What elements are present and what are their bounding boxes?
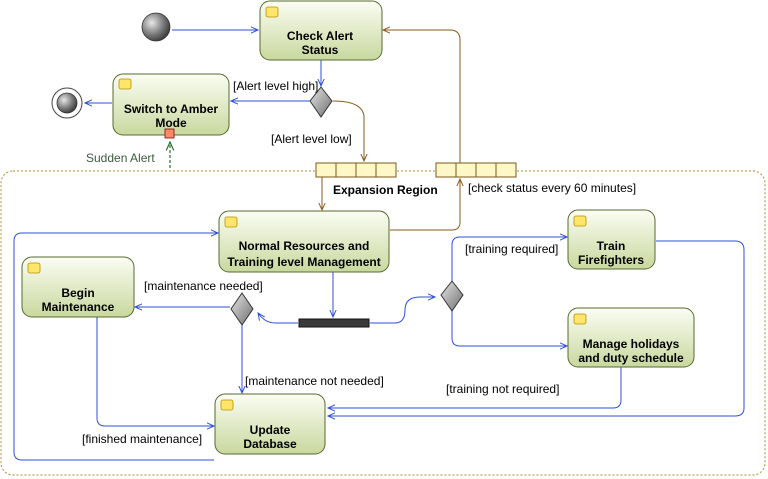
expansion-output-pins: [435, 162, 517, 178]
guard-check-status: [check status every 60 minutes]: [468, 181, 636, 195]
fork-bar: [298, 318, 370, 328]
final-node: [51, 87, 83, 119]
guard-alert-high: [Alert level high]: [233, 79, 318, 93]
alert-decision: [309, 86, 333, 118]
guard-training-required: [training required]: [465, 242, 558, 256]
guard-maintenance-not-needed: [maintenance not needed]: [245, 374, 384, 388]
expansion-input-pins: [315, 162, 397, 178]
guard-maintenance-needed: [maintenance needed]: [144, 279, 263, 293]
sudden-alert-label: Sudden Alert: [86, 151, 155, 165]
training-decision: [440, 280, 464, 312]
guard-alert-low: [Alert level low]: [271, 132, 352, 146]
maintenance-decision: [230, 292, 254, 326]
initial-node: [141, 12, 171, 42]
control-flows: [13, 30, 745, 461]
guard-training-not-required: [training not required]: [446, 382, 559, 396]
guard-finished-maintenance: [finished maintenance]: [82, 432, 202, 446]
expansion-region-label: Expansion Region: [333, 183, 438, 197]
